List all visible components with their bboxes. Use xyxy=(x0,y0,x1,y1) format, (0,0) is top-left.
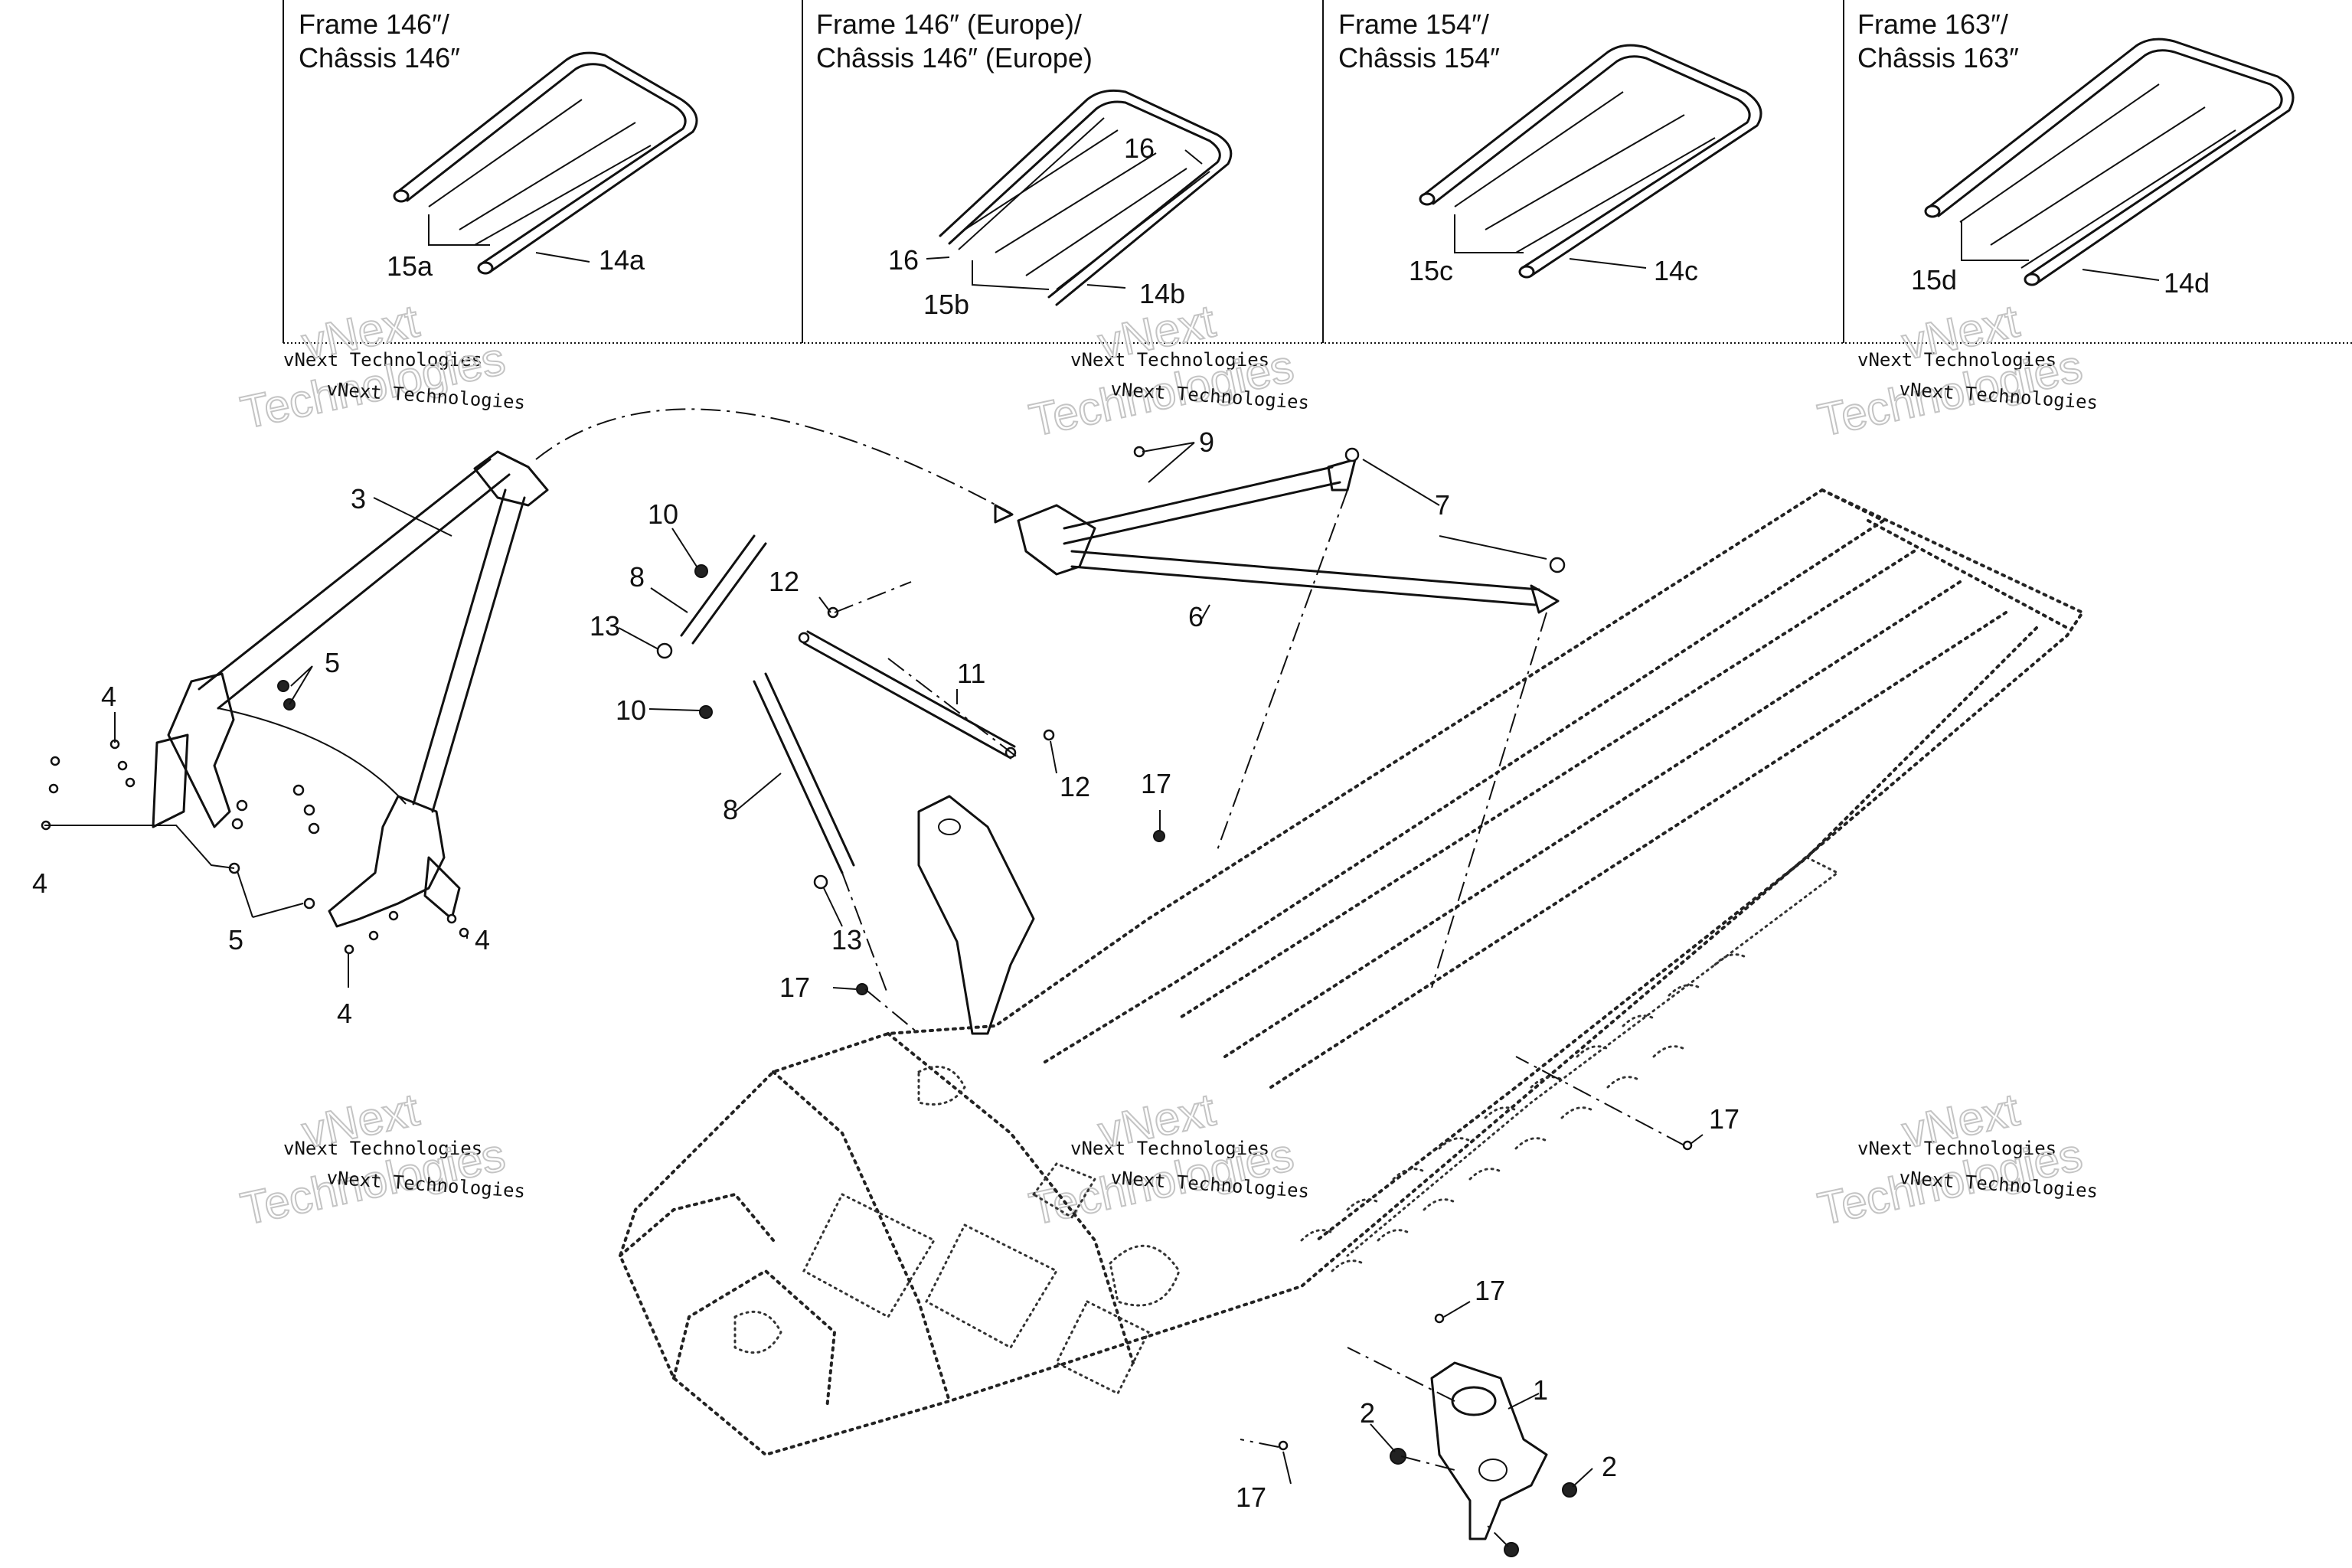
callout-3: 3 xyxy=(351,483,366,514)
bracket-part-1 xyxy=(1430,1361,1548,1540)
panel-title-line1: Frame 146″/ xyxy=(299,8,449,40)
rail-frame-icon xyxy=(393,51,698,275)
callout-13-bottom: 13 xyxy=(831,924,862,956)
callout-17-right: 17 xyxy=(1709,1103,1740,1135)
struts-parts-8-11 xyxy=(680,534,1017,874)
rail-frame-icon xyxy=(1419,44,1762,279)
callout-2-left: 2 xyxy=(1360,1397,1375,1429)
panel-frame-146-europe: Frame 146″ (Europe)/ Châssis 146″ (Europ… xyxy=(816,8,1233,320)
callout-15a: 15a xyxy=(387,250,433,282)
callout-6: 6 xyxy=(1188,601,1204,632)
panel-title-line1: Frame 154″/ xyxy=(1338,8,1489,40)
panel-title-line2: Châssis 163″ xyxy=(1857,42,2019,74)
panel-title-line2: Châssis 146″ xyxy=(299,42,460,74)
callout-7: 7 xyxy=(1435,489,1450,521)
callout-17-mid: 17 xyxy=(779,972,810,1003)
watermark-text: vNext Technologies xyxy=(1857,1138,2056,1159)
callout-16-left: 16 xyxy=(888,244,919,276)
callout-15c: 15c xyxy=(1409,255,1453,286)
callout-15b: 15b xyxy=(923,289,969,320)
rail-frame-europe-icon xyxy=(939,89,1233,306)
watermark-text: vNext Technologies xyxy=(283,349,482,371)
callout-5-top: 5 xyxy=(325,647,340,678)
panel-title-line1: Frame 146″ (Europe)/ xyxy=(816,8,1082,40)
callout-4-left: 4 xyxy=(32,867,47,899)
callout-14a: 14a xyxy=(599,244,645,276)
watermark-text: vNext Technologies xyxy=(1857,349,2056,371)
chassis-tunnel xyxy=(618,488,2085,1457)
panel-title-line2: Châssis 154″ xyxy=(1338,42,1500,74)
callout-5-bottom: 5 xyxy=(228,924,243,956)
callout-1: 1 xyxy=(1533,1374,1548,1406)
callout-14b: 14b xyxy=(1139,278,1185,309)
panel-title-line2: Châssis 146″ (Europe) xyxy=(816,42,1093,74)
callout-8-top: 8 xyxy=(629,561,645,593)
watermark-text: vNext Technologies xyxy=(1070,1138,1269,1159)
watermark-text: vNext Technologies xyxy=(1070,349,1269,371)
bracket-mid xyxy=(917,795,1035,1035)
panel-frame-163: Frame 163″/ Châssis 163″ 15d 14d xyxy=(1857,8,2295,299)
v-brace-part-6 xyxy=(535,408,1560,614)
callout-16-right: 16 xyxy=(1124,132,1155,164)
inset-panels: Frame 146″/ Châssis 146″ 15a 14a Frame 1… xyxy=(283,0,2352,344)
callout-12-bottom: 12 xyxy=(1060,771,1090,802)
a-frame-part-3 xyxy=(152,450,549,928)
panel-title-line1: Frame 163″/ xyxy=(1857,8,2008,40)
hardware xyxy=(41,446,1693,1557)
callout-numbers: 3 5 4 4 5 4 4 10 8 13 10 8 13 12 12 11 9… xyxy=(32,426,1740,1513)
callout-14c: 14c xyxy=(1654,255,1698,286)
callout-4-right: 4 xyxy=(475,924,490,956)
callout-2-right: 2 xyxy=(1602,1451,1617,1482)
callout-13-top: 13 xyxy=(590,610,620,642)
callout-10-bottom: 10 xyxy=(616,694,646,726)
callout-17-bottom: 17 xyxy=(1236,1481,1266,1513)
callout-14d: 14d xyxy=(2164,267,2210,299)
callout-12-top: 12 xyxy=(769,566,799,597)
callout-10-top: 10 xyxy=(648,498,678,530)
callout-8-bottom: 8 xyxy=(723,794,738,825)
callout-15d: 15d xyxy=(1911,264,1957,296)
callout-17-upper: 17 xyxy=(1141,768,1171,799)
panel-frame-154: Frame 154″/ Châssis 154″ 15c 14c xyxy=(1338,8,1762,286)
panel-frame-146: Frame 146″/ Châssis 146″ 15a 14a xyxy=(299,8,698,282)
leader-lines xyxy=(44,442,1704,1547)
rail-frame-icon xyxy=(1924,38,2295,286)
callout-9: 9 xyxy=(1199,426,1214,458)
callout-17-lower: 17 xyxy=(1475,1275,1505,1306)
watermarks: vNext Technologies vNext Technologies vN… xyxy=(236,294,2099,1235)
callout-4-bottom: 4 xyxy=(337,998,352,1029)
watermark-text: vNext Technologies xyxy=(283,1138,482,1159)
callout-11: 11 xyxy=(957,658,985,689)
callout-4-top: 4 xyxy=(101,681,116,712)
